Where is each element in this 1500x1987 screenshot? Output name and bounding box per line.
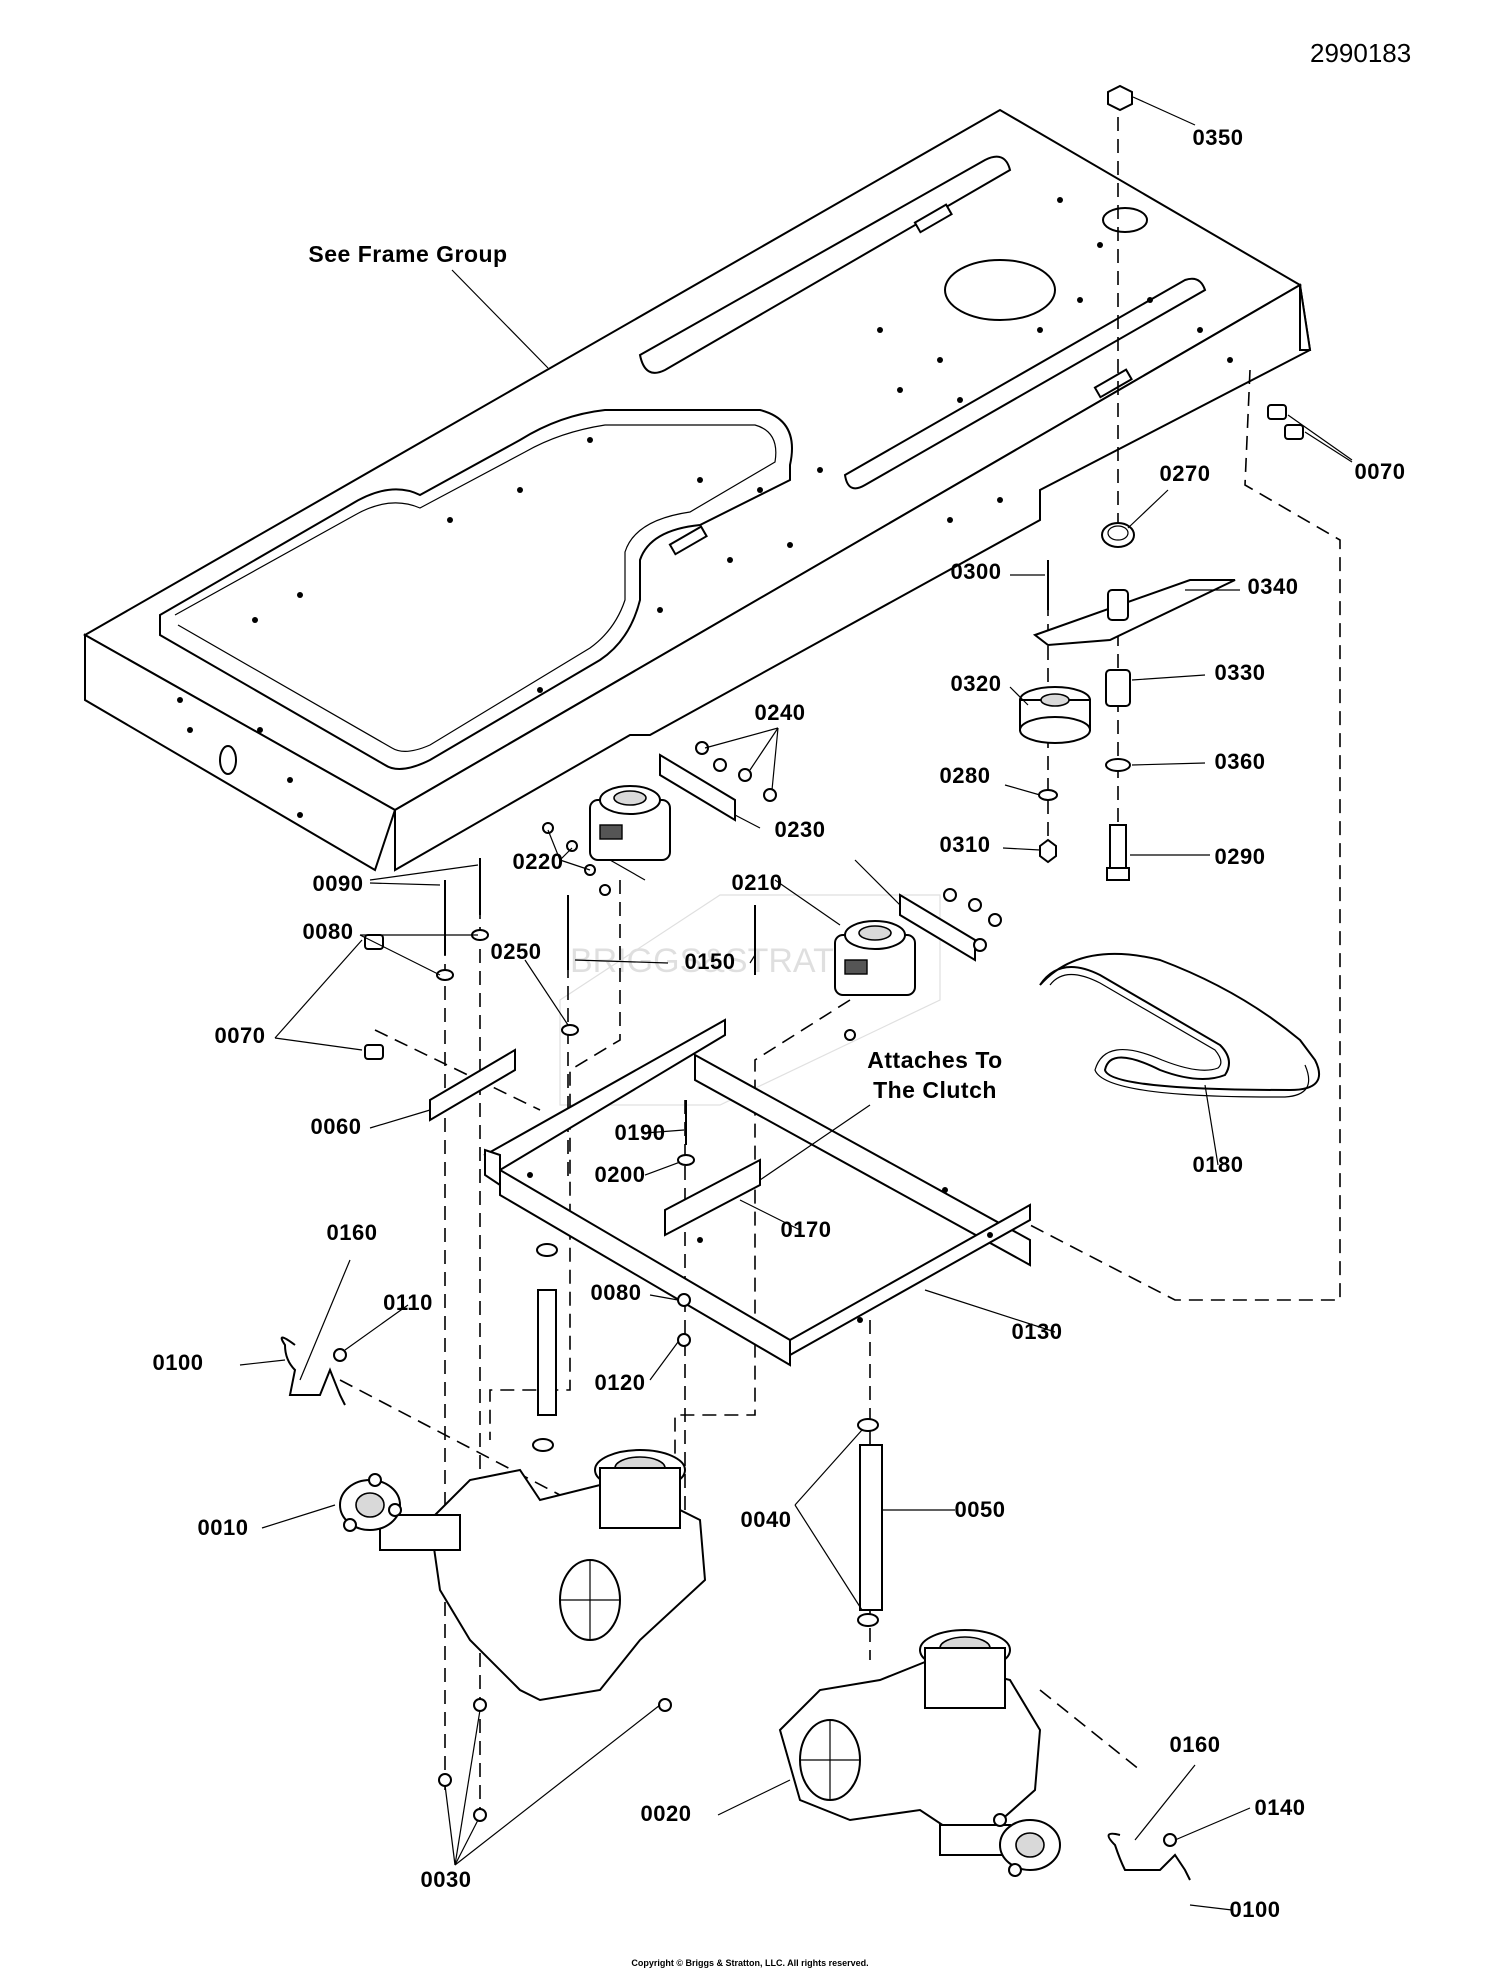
callout-0210: 0210 [731, 870, 783, 895]
callout-0070-top: 0070 [1354, 459, 1406, 484]
callout-0320: 0320 [950, 671, 1002, 696]
callout-0080-mid: 0080 [590, 1280, 642, 1305]
tubes [532, 1243, 883, 1627]
frame [82, 108, 1312, 872]
callout-0270: 0270 [1159, 461, 1211, 486]
callout-0250: 0250 [490, 939, 542, 964]
callout-0100-right: 0100 [1229, 1897, 1281, 1922]
callout-0130: 0130 [1011, 1319, 1063, 1344]
callout-0140: 0140 [1254, 1795, 1306, 1820]
bypass-rods [280, 1336, 1191, 1881]
cross-member [483, 1018, 1031, 1367]
callout-0220: 0220 [512, 849, 564, 874]
callout-0150: 0150 [684, 949, 736, 974]
see-frame-group-note: See Frame Group [308, 241, 508, 267]
attaches-note-line1: Attaches To [867, 1047, 1003, 1073]
callout-0290: 0290 [1214, 844, 1266, 869]
callout-0080-top: 0080 [302, 919, 354, 944]
callout-0180: 0180 [1192, 1152, 1244, 1177]
callout-0280: 0280 [939, 763, 991, 788]
pump-lower [834, 920, 916, 996]
attaches-note-line2: The Clutch [873, 1077, 997, 1103]
callout-0340: 0340 [1247, 574, 1299, 599]
callout-0160-right: 0160 [1169, 1732, 1221, 1757]
callout-0350: 0350 [1192, 125, 1244, 150]
callout-0070-left: 0070 [214, 1023, 266, 1048]
callout-0240: 0240 [754, 700, 806, 725]
callout-0040: 0040 [740, 1507, 792, 1532]
callout-0030: 0030 [420, 1867, 472, 1892]
callout-0360: 0360 [1214, 749, 1266, 774]
hardware [364, 84, 1304, 1122]
callout-0310: 0310 [939, 832, 991, 857]
callout-0230: 0230 [774, 817, 826, 842]
callout-0050: 0050 [954, 1497, 1006, 1522]
callout-0190: 0190 [614, 1120, 666, 1145]
callout-0010: 0010 [197, 1515, 249, 1540]
leader-lines [239, 96, 1353, 1911]
transaxle-left [339, 1449, 707, 1822]
callout-0300: 0300 [950, 559, 1002, 584]
callout-0100-left: 0100 [152, 1350, 204, 1375]
callout-0090: 0090 [312, 871, 364, 896]
pump-upper [589, 785, 671, 861]
callout-0110: 0110 [383, 1290, 433, 1315]
drawing-number: 2990183 [1310, 38, 1412, 68]
callout-0060: 0060 [310, 1114, 362, 1139]
attaches-to-clutch-note: Attaches To The Clutch [867, 1045, 1002, 1105]
callout-0160-left: 0160 [326, 1220, 378, 1245]
callout-0020: 0020 [640, 1801, 692, 1826]
transaxle-right [778, 1629, 1061, 1877]
callout-0330: 0330 [1214, 660, 1266, 685]
callout-0170: 0170 [780, 1217, 832, 1242]
callout-0200: 0200 [594, 1162, 646, 1187]
copyright-notice: Copyright © Briggs & Stratton, LLC. All … [631, 1958, 869, 1968]
callout-0120: 0120 [594, 1370, 646, 1395]
belt [1039, 952, 1321, 1098]
